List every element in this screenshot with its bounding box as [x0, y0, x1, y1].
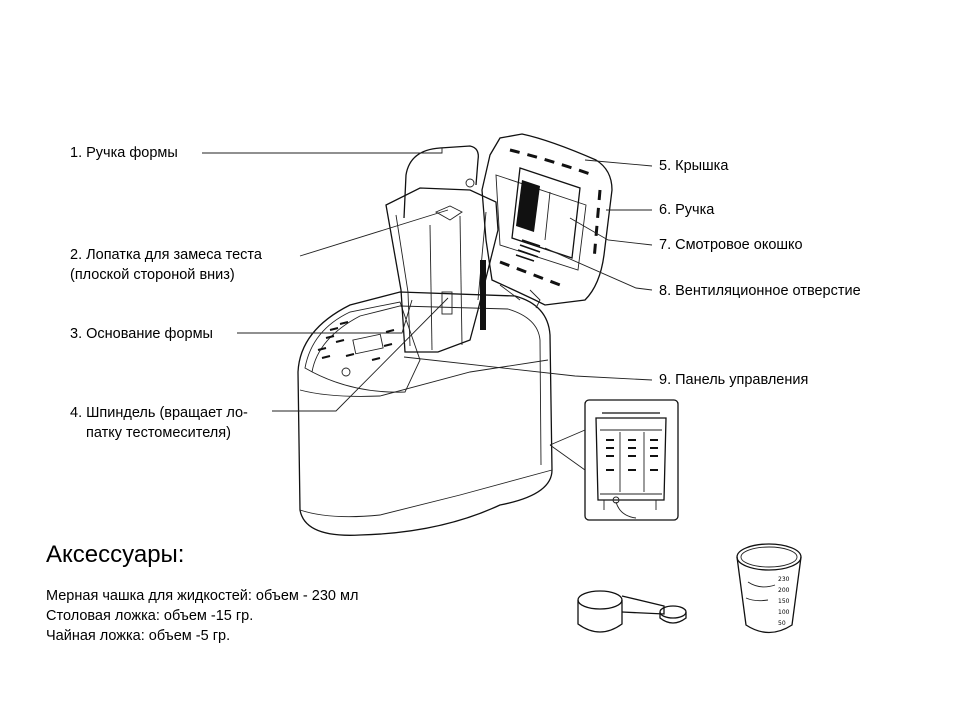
pan-handle	[403, 145, 479, 219]
label-vent: 8. Вентиляционное отверстие	[659, 281, 861, 301]
cup-scale-mark: 200	[778, 587, 790, 594]
label-line: 5. Крышка	[659, 158, 729, 174]
label-line: 6. Ручка	[659, 202, 715, 218]
accessory-item: Чайная ложка: объем -5 гр.	[46, 628, 231, 644]
label-line: 3. Основание формы	[70, 326, 213, 342]
label-line: 4. Шпиндель (вращает ло-	[70, 405, 248, 421]
cup-scale-mark: 230	[778, 576, 790, 583]
label-viewing-window: 7. Смотровое окошко	[659, 235, 803, 255]
label-spindle: 4. Шпиндель (вращает ло- патку тестомеси…	[70, 403, 248, 443]
lid	[481, 133, 613, 306]
cup-scale: 230 200 150 100 50	[778, 574, 789, 629]
leader-lines	[202, 148, 653, 412]
control-panel	[304, 301, 421, 393]
label-line: (плоской стороной вниз)	[70, 267, 235, 283]
label-pan-base: 3. Основание формы	[70, 324, 213, 344]
machine-body	[297, 291, 553, 536]
label-lid: 5. Крышка	[659, 156, 728, 176]
label-line: 7. Смотровое окошко	[659, 237, 803, 253]
accessory-item: Мерная чашка для жидкостей: объем - 230 …	[46, 588, 359, 604]
label-handle: 6. Ручка	[659, 200, 714, 220]
label-line: патку тестомесителя)	[86, 425, 231, 441]
bread-pan	[385, 178, 499, 353]
label-pan-handle: 1. Ручка формы	[70, 143, 178, 163]
label-line: 9. Панель управления	[659, 372, 809, 388]
measuring-cup	[736, 543, 802, 634]
cup-scale-mark: 50	[778, 620, 786, 627]
accessories-title: Аксессуары:	[46, 541, 185, 568]
cup-scale-mark: 100	[778, 609, 790, 616]
label-line: 8. Вентиляционное отверстие	[659, 283, 861, 299]
accessory-item: Столовая ложка: объем -15 гр.	[46, 608, 254, 624]
label-control-panel: 9. Панель управления	[659, 370, 808, 390]
pan-base-inset	[549, 399, 679, 521]
label-line: 1. Ручка формы	[70, 145, 178, 161]
measuring-spoon	[577, 590, 687, 633]
label-line: 2. Лопатка для замеса теста	[70, 247, 262, 263]
cup-scale-mark: 150	[778, 598, 790, 605]
label-kneading-blade: 2. Лопатка для замеса теста (плоской сто…	[70, 245, 262, 285]
